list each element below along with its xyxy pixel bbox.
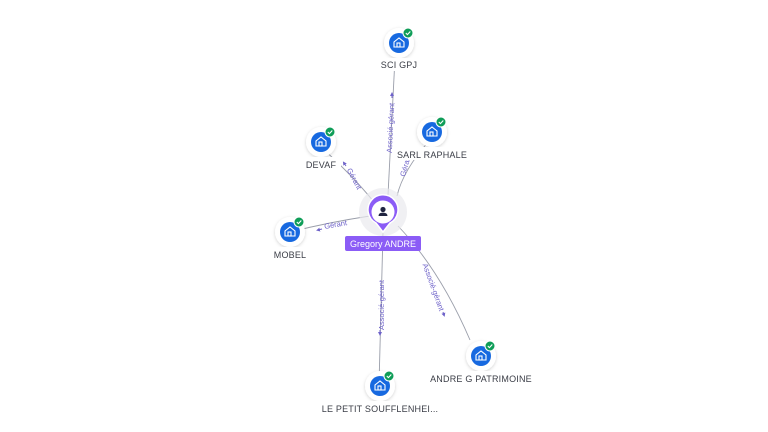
verified-check-icon [293,216,305,228]
company-building-icon [393,37,405,48]
verified-check-icon [383,370,395,382]
center-node[interactable]: Gregory ANDRE [345,188,421,251]
node-mobel[interactable]: MOBEL [270,216,310,260]
node-sci-gpj[interactable]: SCI GPJ [377,27,421,71]
verified-check-icon [435,116,447,128]
node-sarl-raphale[interactable]: SARL RAPHALE [394,116,470,160]
edge-label-mobel: Gérant [323,218,348,231]
edge-label-andre-g: Associé-gérant [421,262,447,313]
company-building-icon [315,136,327,147]
edge-label-sci-gpj: Associé-gérant [385,102,397,153]
verified-check-icon [324,126,336,138]
node-label: SCI GPJ [381,60,417,70]
company-building-icon [284,226,296,237]
company-building-icon [426,126,438,137]
node-le-petit[interactable]: LE PETIT SOUFFLENHEI... [320,370,440,414]
company-building-icon [374,380,386,391]
verified-check-icon [402,27,414,39]
company-building-icon [475,350,487,361]
center-label-bg [345,236,421,251]
edge-sarl-raphale[interactable] [396,139,431,197]
node-label: LE PETIT SOUFFLENHEI... [322,404,438,414]
edge-label-devaf: Gérant [345,167,364,192]
verified-check-icon [484,340,496,352]
node-devaf[interactable]: DEVAF [301,126,341,170]
edge-le-petit[interactable] [378,231,384,386]
edge-sci-gpj[interactable] [387,57,396,196]
person-icon [378,206,388,216]
node-andre-g[interactable]: ANDRE G PATRIMOINE [427,340,535,384]
node-label: ANDRE G PATRIMOINE [430,374,532,384]
company-nodes: SCI GPJ SARL RAPHALE [270,27,535,414]
node-label: SARL RAPHALE [397,150,467,160]
node-label: MOBEL [274,250,307,260]
edge-label-le-petit: Associé-gérant [377,279,386,330]
center-label: Gregory ANDRE [350,239,416,249]
node-label: DEVAF [306,160,337,170]
